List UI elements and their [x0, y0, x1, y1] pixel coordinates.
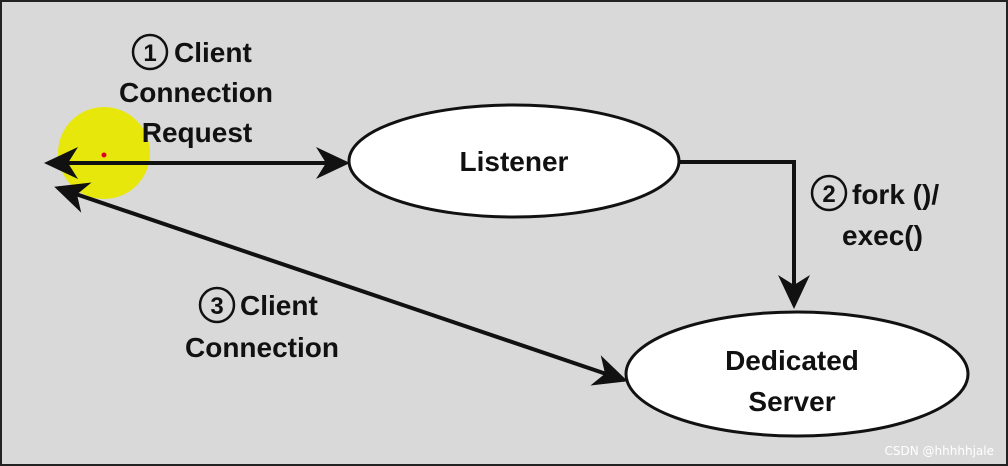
dedicated-server-label-line2: Server	[748, 386, 835, 417]
cursor-dot	[101, 152, 107, 158]
step1-number-circle	[131, 33, 169, 71]
step1-line2: Connection	[119, 77, 273, 108]
step3-line1: Client	[240, 290, 318, 321]
step2-number: 2	[822, 181, 835, 208]
dedicated-server-node	[624, 310, 970, 438]
step3-number-circle	[198, 286, 236, 324]
step1-number: 1	[143, 40, 156, 67]
step2-line2: exec()	[842, 220, 923, 251]
step1-line1: Client	[174, 37, 252, 68]
fork-exec-arrow	[680, 160, 810, 309]
step3-line2: Connection	[185, 332, 339, 363]
listener-label: Listener	[460, 146, 569, 177]
step1-line3: Request	[142, 117, 252, 148]
step2-number-circle	[810, 174, 848, 212]
client-connection-arrow	[54, 182, 628, 386]
watermark: CSDN @hhhhhjale	[884, 444, 994, 458]
dedicated-server-label-line1: Dedicated	[725, 345, 859, 376]
step3-number: 3	[210, 293, 223, 320]
step2-line1: fork ()/	[852, 179, 939, 210]
listener-node	[347, 103, 681, 219]
